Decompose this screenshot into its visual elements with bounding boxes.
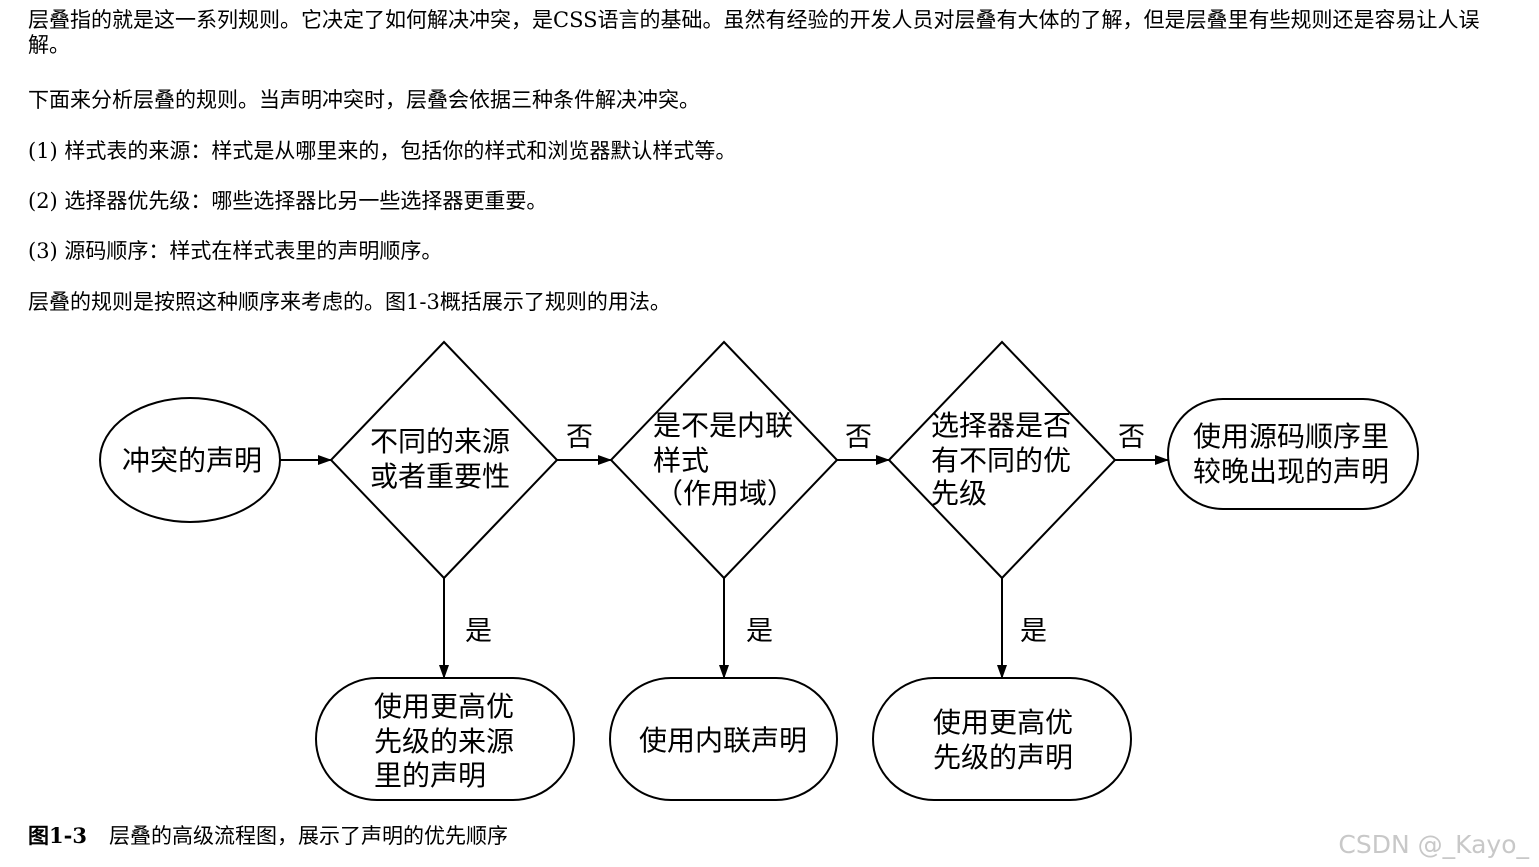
- result-specificity-line1: 使用更高优: [933, 706, 1073, 739]
- decision-inline-line3: （作用域）: [655, 477, 795, 510]
- result-origin-line1: 使用更高优: [374, 690, 514, 723]
- decision-origin-line1: 不同的来源: [370, 425, 510, 458]
- rule-item-source-order: (3) 源码顺序：样式在样式表里的声明顺序。: [28, 239, 443, 263]
- csdn-watermark: CSDN @_Kayo_: [1338, 830, 1529, 859]
- result-origin-line3: 里的声明: [374, 759, 486, 792]
- end-source-order-line1: 使用源码顺序里: [1193, 420, 1389, 453]
- figure-number: 图1-3: [28, 823, 87, 848]
- summary-paragraph: 层叠的规则是按照这种顺序来考虑的。图1-3概括展示了规则的用法。: [28, 290, 671, 314]
- figure-caption: 图1-3 层叠的高级流程图，展示了声明的优先顺序: [28, 822, 508, 850]
- decision-specificity: 选择器是否 有不同的优 先级: [887, 340, 1117, 580]
- intro-paragraph: 层叠指的就是这一系列规则。它决定了如何解决冲突，是CSS语言的基础。虽然有经验的…: [28, 8, 1480, 57]
- no-label-specificity: 否: [1118, 422, 1145, 453]
- start-node: 冲突的声明: [99, 397, 281, 523]
- result-inline-node: 使用内联声明: [609, 677, 838, 801]
- yes-label-specificity: 是: [1020, 616, 1047, 647]
- analyze-paragraph: 下面来分析层叠的规则。当声明冲突时，层叠会依据三种条件解决冲突。: [28, 88, 700, 112]
- yes-label-inline: 是: [746, 616, 773, 647]
- decision-specificity-line1: 选择器是否: [931, 409, 1071, 442]
- result-specificity-node: 使用更高优 先级的声明: [872, 677, 1132, 801]
- result-origin-node: 使用更高优 先级的来源 里的声明: [315, 677, 575, 801]
- decision-specificity-line3: 先级: [931, 477, 987, 510]
- result-specificity-line2: 先级的声明: [933, 741, 1073, 774]
- rule-item-specificity: (2) 选择器优先级：哪些选择器比另一些选择器更重要。: [28, 189, 548, 213]
- decision-origin: 不同的来源 或者重要性: [329, 340, 559, 580]
- no-label-inline: 否: [845, 422, 872, 453]
- result-inline-label: 使用内联声明: [639, 724, 807, 757]
- no-label-origin: 否: [566, 422, 593, 453]
- start-node-label: 冲突的声明: [122, 444, 262, 477]
- decision-inline-line2: 样式: [653, 444, 709, 477]
- result-origin-line2: 先级的来源: [374, 725, 514, 758]
- rule-item-origin: (1) 样式表的来源：样式是从哪里来的，包括你的样式和浏览器默认样式等。: [28, 139, 737, 163]
- yes-label-origin: 是: [465, 616, 492, 647]
- decision-specificity-line2: 有不同的优: [931, 444, 1071, 477]
- figure-caption-text: 层叠的高级流程图，展示了声明的优先顺序: [108, 824, 508, 848]
- end-node-source-order: 使用源码顺序里 较晚出现的声明: [1167, 398, 1419, 510]
- decision-inline: 是不是内联 样式 （作用域）: [609, 340, 839, 580]
- decision-inline-line1: 是不是内联: [653, 409, 793, 442]
- end-source-order-line2: 较晚出现的声明: [1193, 455, 1389, 488]
- decision-origin-line2: 或者重要性: [370, 460, 510, 493]
